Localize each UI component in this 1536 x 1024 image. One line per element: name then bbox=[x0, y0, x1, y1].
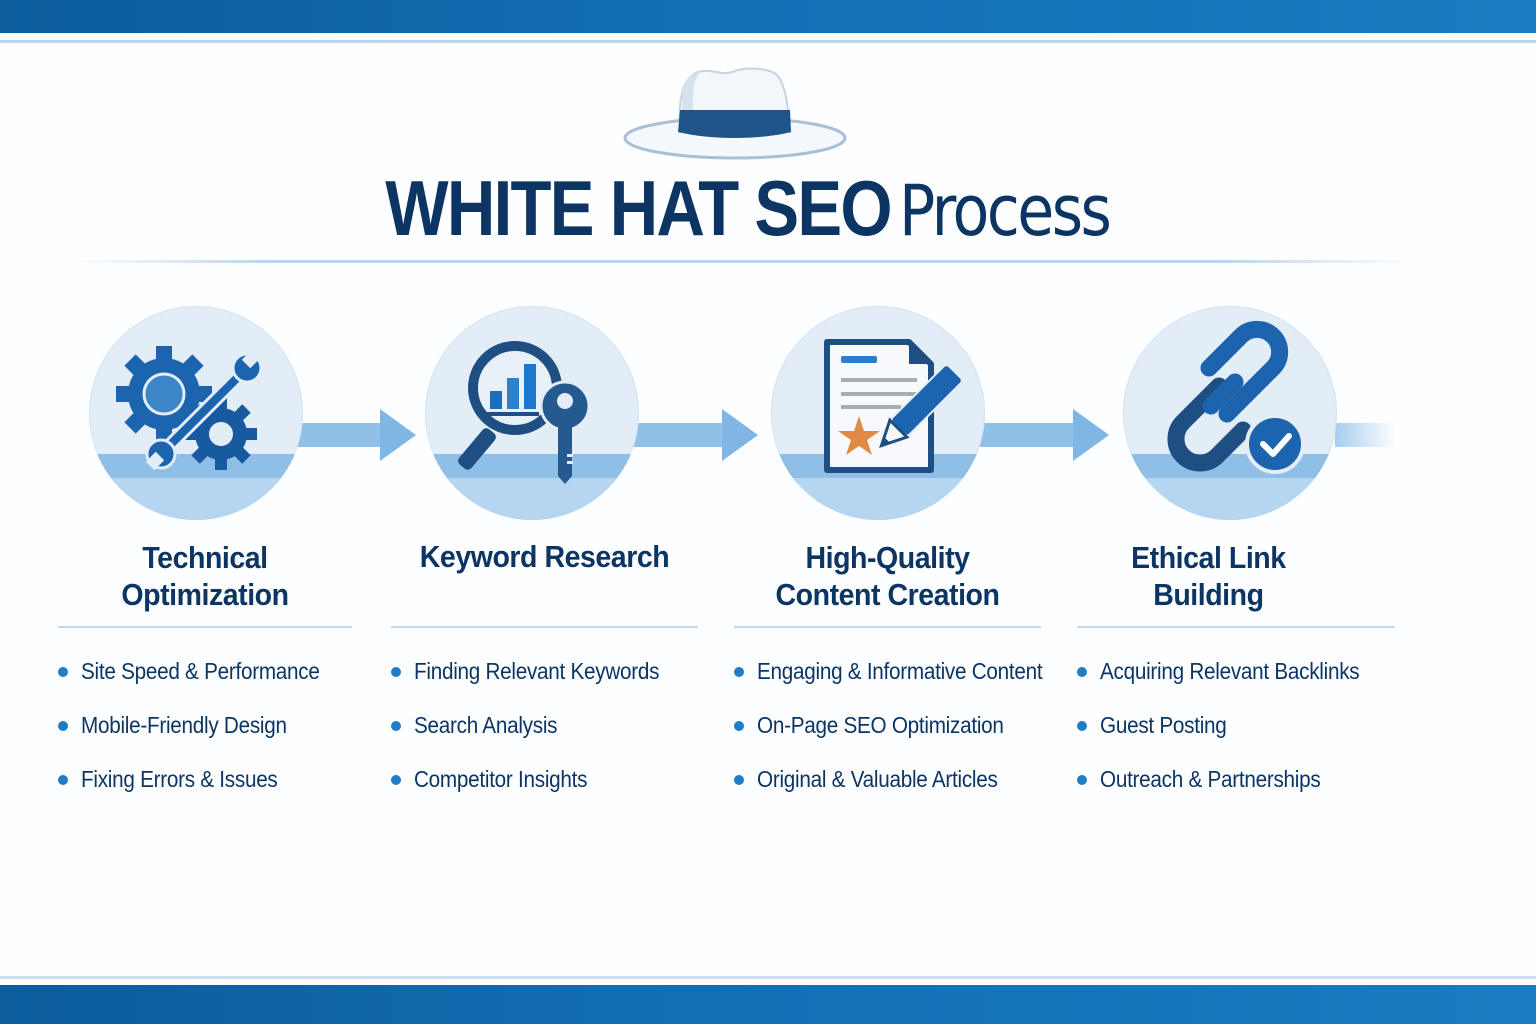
bottom-banner-bar bbox=[0, 985, 1536, 1024]
bullet-dot-icon bbox=[734, 667, 744, 677]
step-content-creation: High-Quality Content Creation Engaging &… bbox=[734, 538, 1043, 820]
bullet-dot-icon bbox=[1077, 667, 1087, 677]
step-4-icon-circle bbox=[1123, 306, 1337, 520]
step-title: Ethical Link Building bbox=[1131, 540, 1286, 612]
bullet-dot-icon bbox=[1077, 775, 1087, 785]
bullet-dot-icon bbox=[391, 721, 401, 731]
bullet-dot-icon bbox=[58, 775, 68, 785]
magnifier-chart-key-icon bbox=[458, 341, 591, 484]
step-1-icon-circle bbox=[89, 306, 303, 520]
list-item: Search Analysis bbox=[391, 712, 698, 766]
step-keyword-research: Keyword Research Finding Relevant Keywor… bbox=[391, 538, 698, 820]
step-divider bbox=[391, 626, 698, 628]
list-item: Outreach & Partnerships bbox=[1077, 766, 1395, 820]
flow-arrow-fade bbox=[1335, 423, 1395, 447]
gear-wrench-icon bbox=[116, 346, 263, 471]
top-divider bbox=[0, 40, 1536, 43]
list-item: Competitor Insights bbox=[391, 766, 698, 820]
flow-arrow-shaft-2 bbox=[630, 423, 725, 447]
step-title: Keyword Research bbox=[419, 539, 670, 574]
bullet-dot-icon bbox=[391, 775, 401, 785]
flow-arrow-icon bbox=[1073, 409, 1109, 461]
step-technical-optimization: Technical Optimization Site Speed & Perf… bbox=[58, 538, 352, 820]
list-item: Guest Posting bbox=[1077, 712, 1395, 766]
bullet-list: Engaging & Informative Content On-Page S… bbox=[734, 658, 1043, 820]
title-bold: WHITE HAT SEO bbox=[385, 164, 892, 252]
flow-arrow-shaft-1 bbox=[290, 423, 385, 447]
step-ethical-link-building: Ethical Link Building Acquiring Relevant… bbox=[1077, 538, 1395, 820]
step-divider bbox=[734, 626, 1041, 628]
flow-arrow-shaft-3 bbox=[975, 423, 1077, 447]
step-title: High-Quality Content Creation bbox=[775, 540, 1000, 612]
top-banner-bar bbox=[0, 0, 1536, 33]
chain-link-check-icon bbox=[1167, 320, 1305, 474]
list-item: Engaging & Informative Content bbox=[734, 658, 1043, 712]
list-item: Finding Relevant Keywords bbox=[391, 658, 698, 712]
bullet-dot-icon bbox=[734, 775, 744, 785]
white-hat-icon bbox=[623, 67, 847, 160]
bottom-divider bbox=[0, 976, 1536, 979]
bullet-dot-icon bbox=[58, 667, 68, 677]
bullet-dot-icon bbox=[734, 721, 744, 731]
bullet-dot-icon bbox=[58, 721, 68, 731]
step-divider bbox=[1077, 626, 1395, 628]
list-item: Acquiring Relevant Backlinks bbox=[1077, 658, 1395, 712]
list-item: Original & Valuable Articles bbox=[734, 766, 1041, 820]
flow-arrow-icon bbox=[380, 409, 416, 461]
bullet-dot-icon bbox=[1077, 721, 1087, 731]
list-item: On-Page SEO Optimization bbox=[734, 712, 1041, 766]
title-divider bbox=[75, 260, 1415, 263]
step-title: Technical Optimization bbox=[121, 540, 289, 612]
list-item: Mobile-Friendly Design bbox=[58, 712, 352, 766]
document-pencil-star-icon bbox=[824, 339, 963, 473]
step-3-icon-circle bbox=[771, 306, 985, 520]
step-divider bbox=[58, 626, 352, 628]
list-item: Site Speed & Performance bbox=[58, 658, 352, 712]
list-item: Fixing Errors & Issues bbox=[58, 766, 352, 820]
step-2-icon-circle bbox=[425, 306, 639, 520]
bullet-list: Site Speed & Performance Mobile-Friendly… bbox=[58, 658, 352, 820]
title-light: Process bbox=[898, 170, 1112, 252]
bullet-list: Finding Relevant Keywords Search Analysi… bbox=[391, 658, 698, 820]
flow-arrow-icon bbox=[722, 409, 758, 461]
bullet-dot-icon bbox=[391, 667, 401, 677]
bullet-list: Acquiring Relevant Backlinks Guest Posti… bbox=[1077, 658, 1395, 820]
